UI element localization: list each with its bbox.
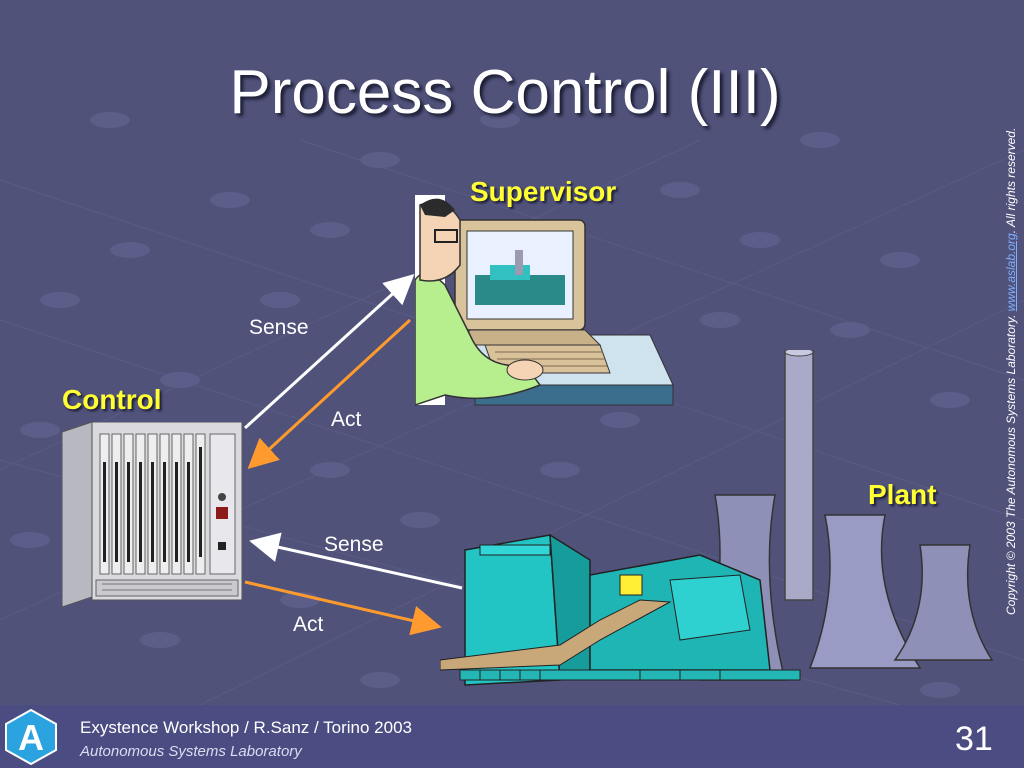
page-number: 31 <box>955 720 993 758</box>
plant-illustration <box>440 350 994 686</box>
copyright-prefix: Copyright © 2003 The Autonomous Systems … <box>1004 311 1018 615</box>
supervisor-label: Supervisor <box>470 176 617 207</box>
act-label-top: Act <box>331 408 362 431</box>
copyright-suffix: . All rights reserved. <box>1004 127 1018 234</box>
act-arrow-bottom <box>244 580 442 636</box>
footer-bar <box>0 705 1024 768</box>
sense-arrow-top <box>243 273 415 430</box>
copyright-notice: Copyright © 2003 The Autonomous Systems … <box>1004 75 1018 615</box>
supervisor-illustration <box>415 195 674 406</box>
plant-label: Plant <box>868 479 937 510</box>
sense-label-bottom: Sense <box>324 533 384 556</box>
slide-title: Process Control (III) <box>229 58 781 127</box>
control-rack-illustration <box>62 422 243 608</box>
act-label-bottom: Act <box>293 613 324 636</box>
aslab-logo-icon: A <box>5 708 57 766</box>
footer-event: Exystence Workshop / R.Sanz / Torino 200… <box>80 718 412 737</box>
sense-label-top: Sense <box>249 316 309 339</box>
copyright-link[interactable]: www.aslab.org <box>1004 233 1018 312</box>
footer-organization: Autonomous Systems Laboratory <box>80 743 302 760</box>
logo-letter: A <box>18 717 44 758</box>
flow-arrows <box>243 273 463 636</box>
sense-arrow-bottom <box>249 532 463 590</box>
control-label: Control <box>62 384 162 415</box>
act-arrow-top <box>247 318 412 470</box>
